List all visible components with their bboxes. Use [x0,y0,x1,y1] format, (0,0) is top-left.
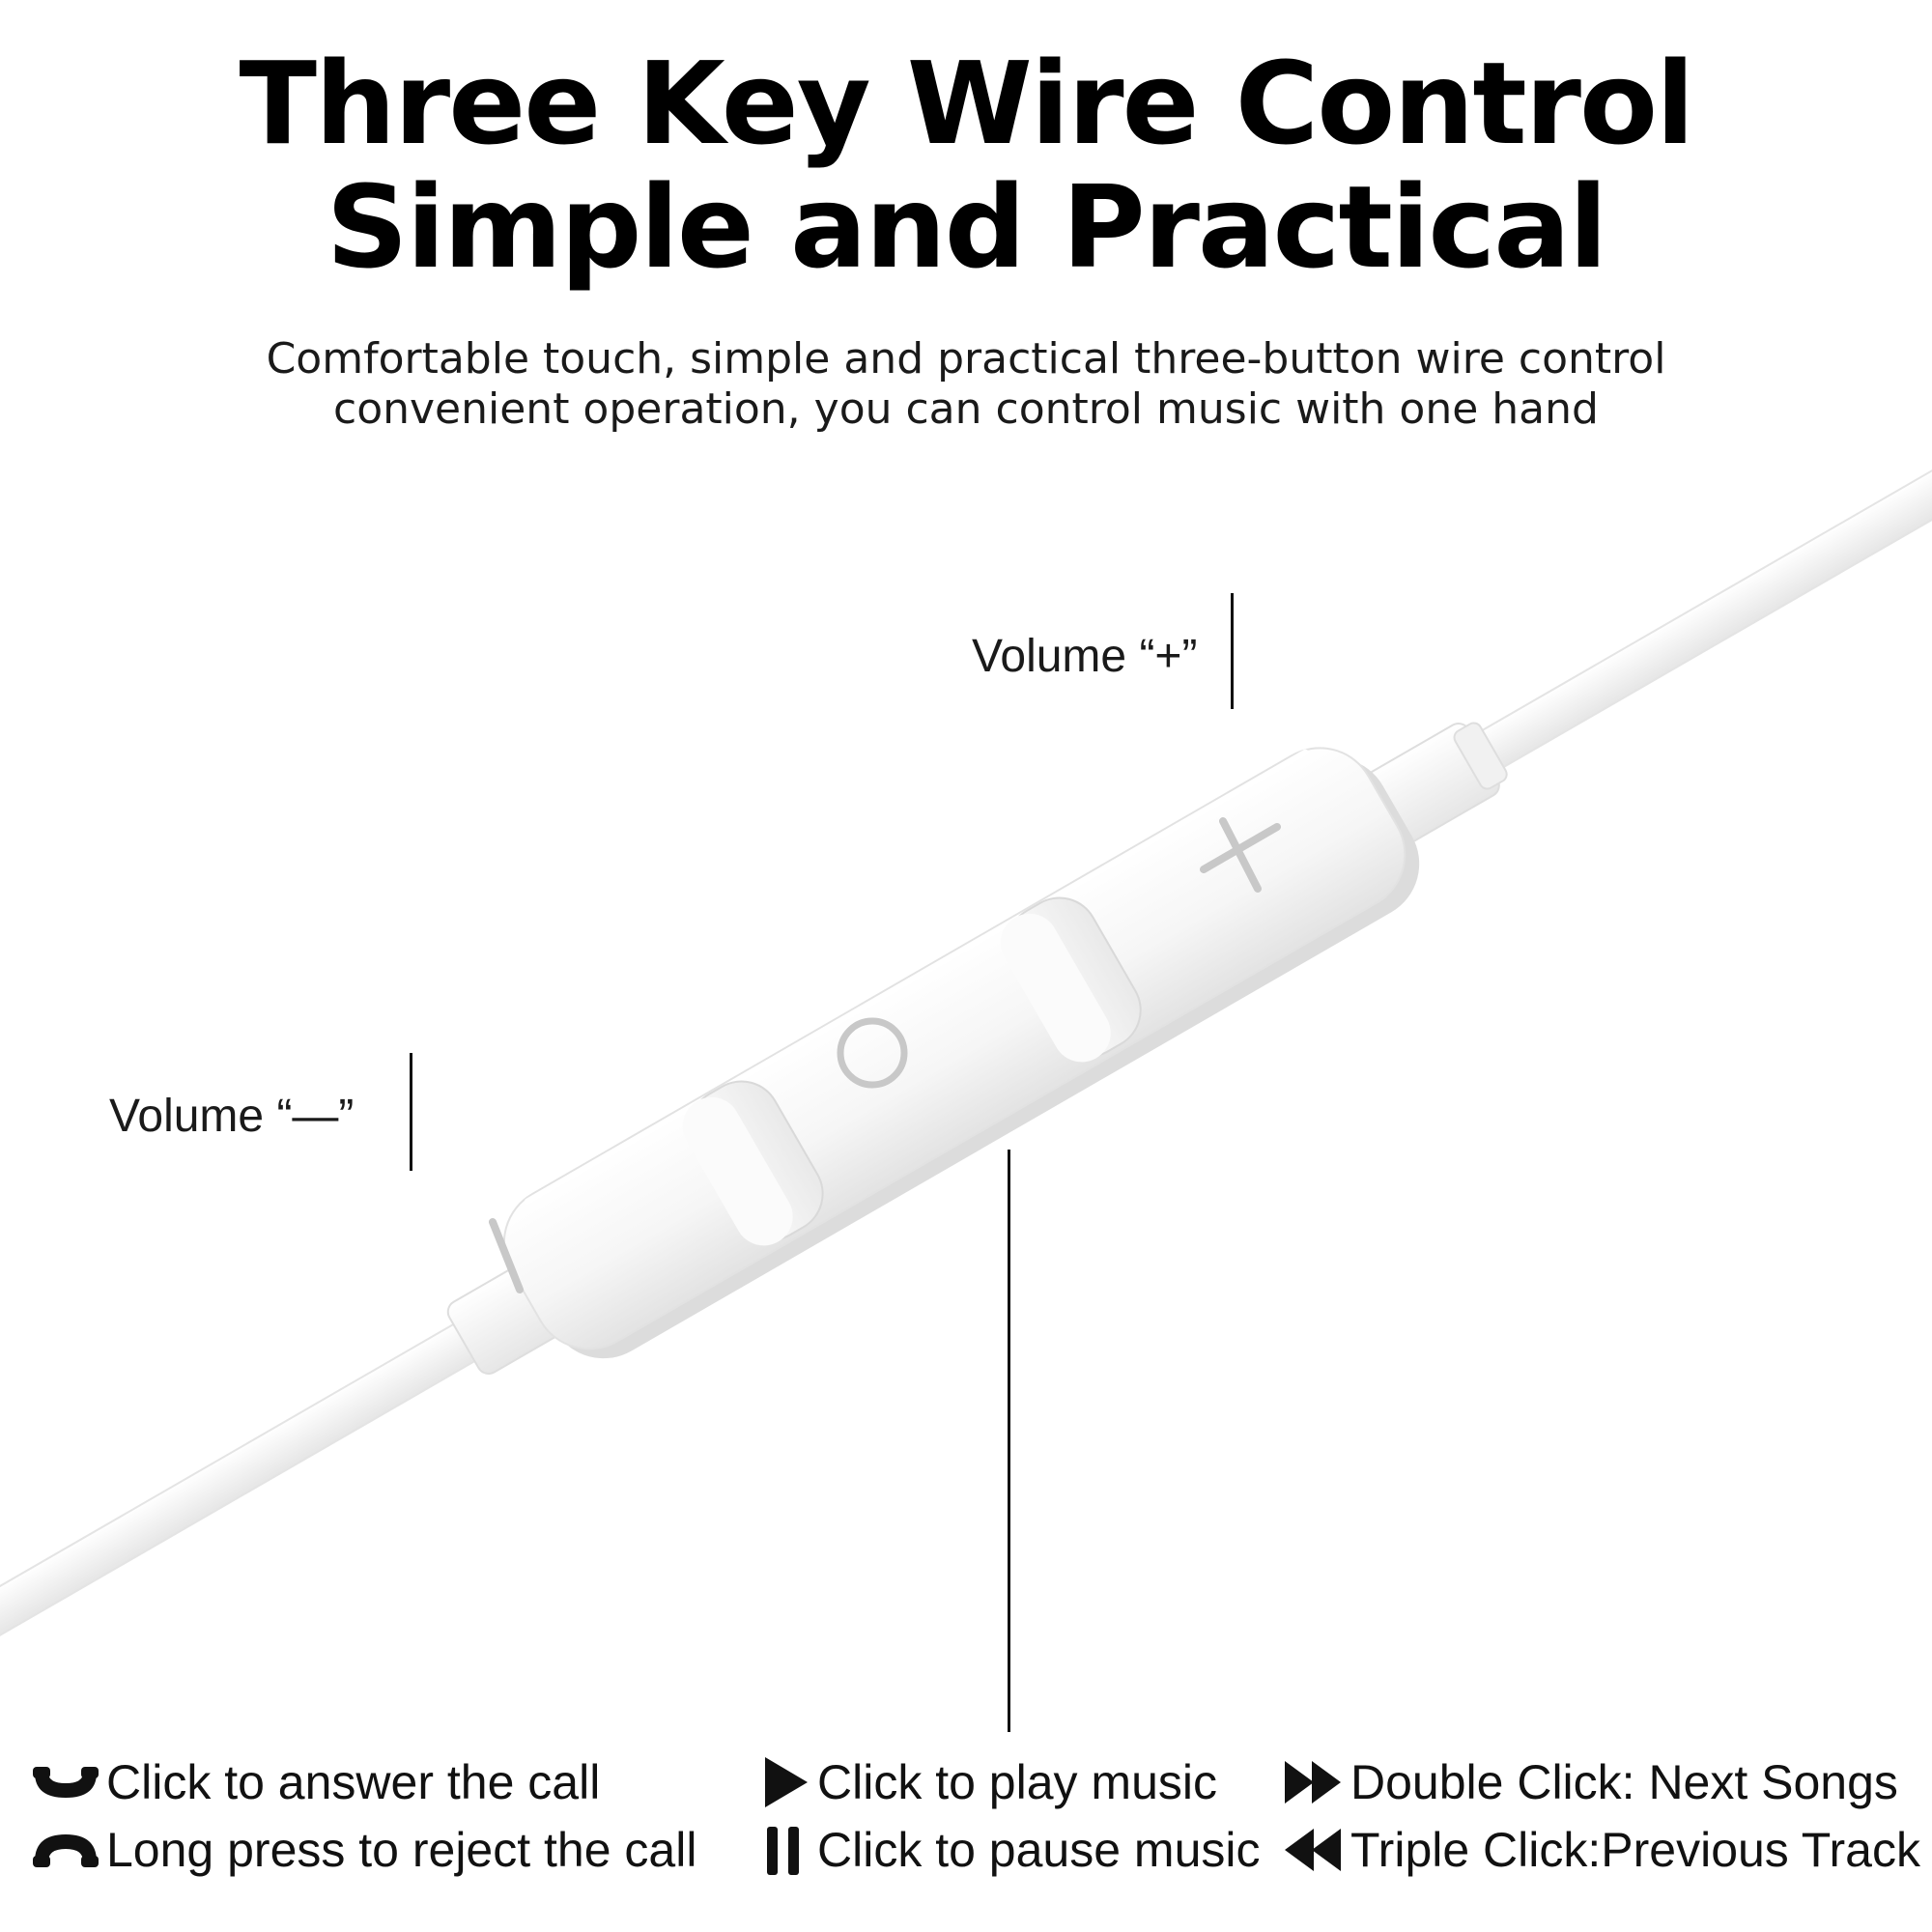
multi-function-button[interactable] [837,1017,908,1089]
rewind-icon [1281,1821,1350,1879]
key-ridge-left [682,1080,824,1246]
legend-reject-call-text: Long press to reject the call [106,1823,697,1877]
legend-next-songs-text: Double Click: Next Songs [1350,1755,1898,1809]
volume-up-label: Volume “+” [972,631,1198,682]
subtitle-line2: convenient operation, you can control mu… [333,384,1599,434]
page-title-line1: Three Key Wire Control [239,37,1695,170]
legend-answer-call-text: Click to answer the call [106,1755,601,1809]
legend-previous-track-text: Triple Click:Previous Track [1350,1823,1920,1877]
legend-pause-music: Click to pause music [753,1821,1261,1879]
plus-symbol-icon [1200,817,1281,893]
volume-up-callout-line [1231,593,1234,709]
legend-play-music-text: Click to play music [817,1755,1217,1809]
legend-previous-track: Triple Click:Previous Track [1281,1821,1920,1879]
volume-up-button[interactable] [1200,817,1281,893]
legend-play-music: Click to play music [753,1753,1217,1811]
phone-answer-icon [29,1753,106,1811]
center-button-callout-line [1008,1150,1010,1732]
volume-down-label: Volume “—” [109,1091,355,1142]
play-icon [753,1753,817,1811]
legend-reject-call: Long press to reject the call [29,1821,696,1879]
legend-answer-call: Click to answer the call [29,1753,600,1811]
volume-down-button[interactable] [489,1218,524,1293]
subtitle-line1: Comfortable touch, simple and practical … [266,334,1666,384]
volume-down-callout-line [410,1053,412,1171]
page-title-line2: Simple and Practical [326,160,1608,294]
remote-body [502,747,1420,1359]
fast-forward-icon [1281,1753,1350,1811]
phone-reject-icon [29,1821,106,1879]
legend-pause-music-text: Click to pause music [817,1823,1261,1877]
circle-symbol-icon [837,1017,908,1089]
pause-icon [753,1821,817,1879]
legend-next-songs: Double Click: Next Songs [1281,1753,1898,1811]
minus-symbol-icon [489,1218,524,1293]
key-ridge-right [1000,896,1142,1063]
